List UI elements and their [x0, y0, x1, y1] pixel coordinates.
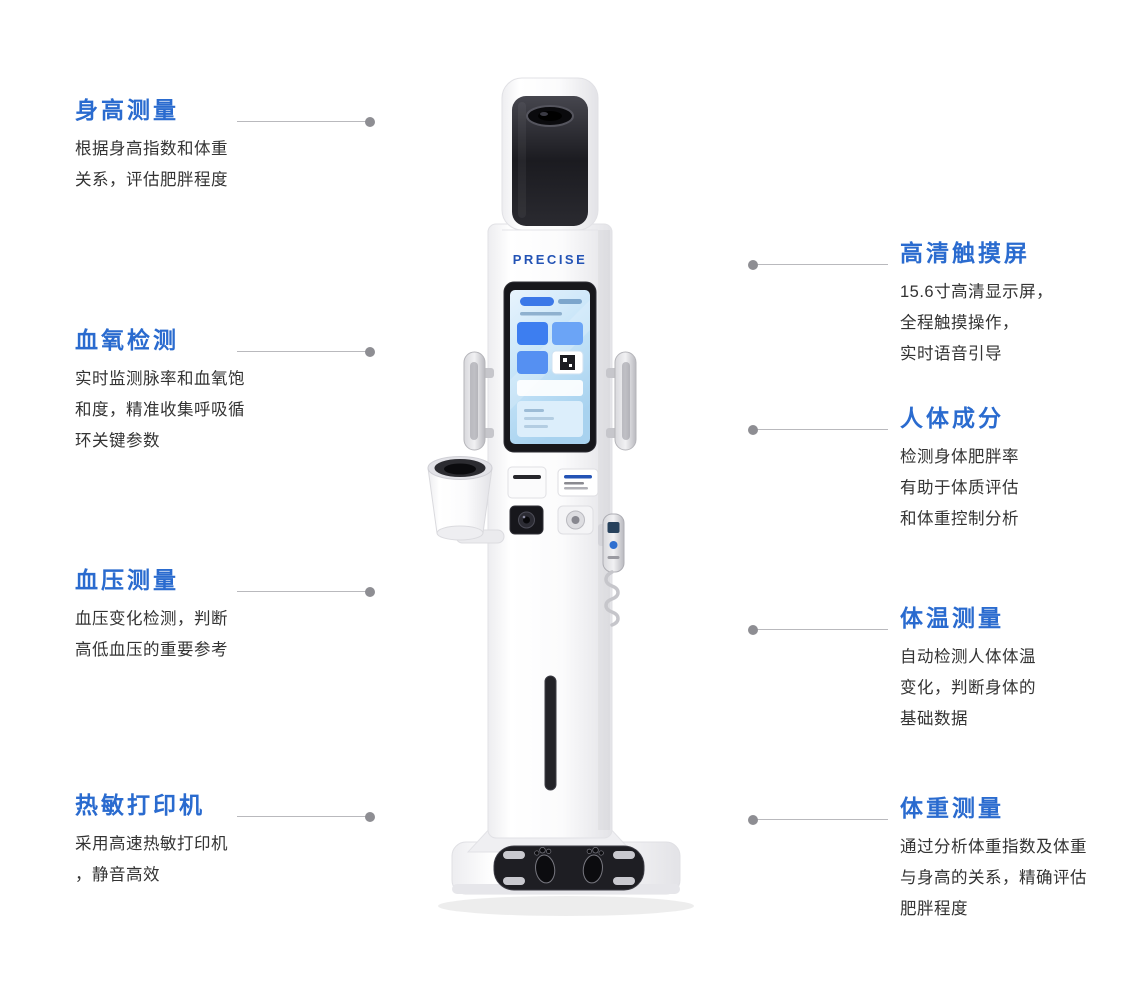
- leader-temperature: [748, 624, 888, 635]
- leader-touchscreen: [748, 259, 888, 270]
- desc-line: 实时语音引导: [900, 345, 1002, 363]
- desc-line: 根据身高指数和体重: [75, 140, 228, 158]
- probe-cable: [604, 570, 620, 627]
- leader-body-composition: [748, 424, 888, 435]
- callout-description: 通过分析体重指数及体重 与身高的关系，精确评估 肥胖程度: [900, 832, 1140, 925]
- desc-line: 和体重控制分析: [900, 510, 1019, 528]
- leader-printer: [237, 811, 375, 822]
- screen-header-pill: [520, 297, 554, 306]
- leader-blood-pressure: [237, 586, 375, 597]
- desc-line: 有助于体质评估: [900, 479, 1019, 497]
- callout-weight-measurement: 体重测量 通过分析体重指数及体重 与身高的关系，精确评估 肥胖程度: [900, 793, 1140, 925]
- printer-module: [507, 466, 547, 499]
- callout-description: 实时监测脉率和血氧饱 和度，精准收集呼吸循 环关键参数: [75, 364, 315, 457]
- leader-weight: [748, 814, 888, 825]
- foot-right: [582, 847, 604, 884]
- screen-app-tile: [517, 351, 548, 374]
- callout-height-measurement: 身高测量 根据身高指数和体重 关系，评估肥胖程度: [75, 95, 305, 196]
- sensor-module: [557, 505, 594, 535]
- desc-line: 高低血压的重要参考: [75, 641, 228, 659]
- callout-blood-oxygen: 血氧检测 实时监测脉率和血氧饱 和度，精准收集呼吸循 环关键参数: [75, 325, 315, 457]
- callout-description: 血压变化检测，判断 高低血压的重要参考: [75, 604, 305, 666]
- desc-line: 关系，评估肥胖程度: [75, 171, 228, 189]
- callout-title: 体温测量: [900, 605, 1004, 631]
- touchscreen: [503, 281, 597, 453]
- callout-description: 检测身体肥胖率 有助于体质评估 和体重控制分析: [900, 442, 1130, 535]
- head-sensor-unit: [501, 77, 599, 231]
- callout-description: 根据身高指数和体重 关系，评估肥胖程度: [75, 134, 305, 196]
- callout-description: 15.6寸高清显示屏， 全程触摸操作， 实时语音引导: [900, 277, 1130, 370]
- desc-line: 实时监测脉率和血氧饱: [75, 370, 245, 388]
- callout-description: 采用高速热敏打印机 ，静音高效: [75, 829, 305, 891]
- right-handle: [606, 351, 637, 451]
- desc-line: 采用高速热敏打印机: [75, 835, 228, 853]
- callout-hd-touchscreen: 高清触摸屏 15.6寸高清显示屏， 全程触摸操作， 实时语音引导: [900, 238, 1130, 370]
- brand-logo: PRECISE: [513, 252, 588, 267]
- screen-app-tile: [552, 322, 583, 345]
- desc-line: 血压变化检测，判断: [75, 610, 228, 628]
- desc-line: 基础数据: [900, 710, 968, 728]
- foot-mat: [493, 845, 645, 891]
- height-slot: [544, 675, 557, 791]
- callout-title: 人体成分: [900, 405, 1004, 431]
- desc-line: 通过分析体重指数及体重: [900, 838, 1087, 856]
- callout-title: 身高测量: [75, 97, 179, 123]
- callout-title: 血压测量: [75, 567, 179, 593]
- desc-line: 自动检测人体体温: [900, 648, 1036, 666]
- callout-title: 体重测量: [900, 795, 1004, 821]
- screen-app-tile: [517, 322, 548, 345]
- callout-thermal-printer: 热敏打印机 采用高速热敏打印机 ，静音高效: [75, 790, 305, 891]
- desc-line: 与身高的关系，精确评估: [900, 869, 1087, 887]
- callout-description: 自动检测人体体温 变化，判断身体的 基础数据: [900, 642, 1130, 735]
- desc-line: 肥胖程度: [900, 900, 968, 918]
- machine-shadow: [438, 896, 694, 916]
- callout-title: 热敏打印机: [75, 792, 205, 818]
- camera-module: [509, 505, 544, 535]
- callout-title: 高清触摸屏: [900, 240, 1030, 266]
- desc-line: 和度，精准收集呼吸循: [75, 401, 245, 419]
- temp-probe: [598, 513, 625, 627]
- callout-blood-pressure: 血压测量 血压变化检测，判断 高低血压的重要参考: [75, 565, 305, 666]
- electrodes: [503, 851, 635, 885]
- printer-slot: [513, 475, 541, 479]
- callout-temperature: 体温测量 自动检测人体体温 变化，判断身体的 基础数据: [900, 603, 1130, 735]
- desc-line: 全程触摸操作，: [900, 314, 1019, 332]
- foot-left: [534, 847, 556, 884]
- desc-line: ，静音高效: [75, 866, 160, 884]
- cuff-cup: [427, 456, 505, 544]
- desc-line: 环关键参数: [75, 432, 160, 450]
- desc-line: 变化，判断身体的: [900, 679, 1036, 697]
- callout-body-composition: 人体成分 检测身体肥胖率 有助于体质评估 和体重控制分析: [900, 403, 1130, 535]
- desc-line: 15.6寸高清显示屏，: [900, 283, 1054, 301]
- leader-blood-oxygen: [237, 346, 375, 357]
- desc-line: 检测身体肥胖率: [900, 448, 1019, 466]
- leader-height: [237, 116, 375, 127]
- left-handle: [463, 351, 494, 451]
- callout-title: 血氧检测: [75, 327, 179, 353]
- label-module: [557, 468, 599, 497]
